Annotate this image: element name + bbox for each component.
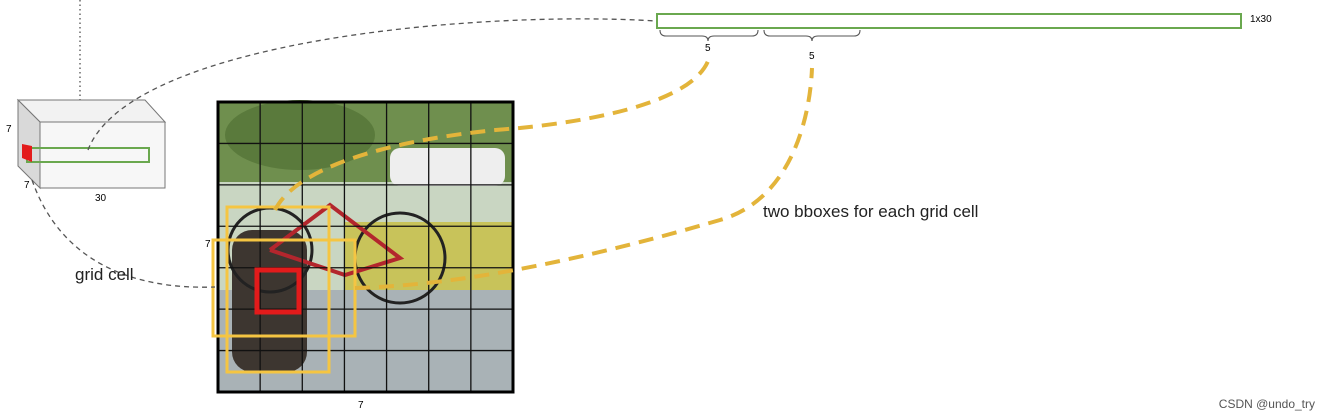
vector-size-label: 1x30 bbox=[1250, 14, 1272, 25]
brace-second-bbox bbox=[763, 29, 861, 42]
image-border bbox=[216, 100, 515, 394]
grid-lines bbox=[218, 102, 513, 392]
brace-first-bbox bbox=[659, 29, 759, 42]
bbox2-to-vector-link bbox=[354, 67, 814, 290]
tensor-height-label: 7 bbox=[6, 124, 12, 135]
responsible-grid-cell bbox=[254, 267, 302, 315]
tensor-cell-mark bbox=[22, 144, 32, 162]
photo-car bbox=[390, 148, 505, 186]
output-tensor bbox=[16, 98, 167, 190]
photo-bike-frame bbox=[268, 202, 405, 278]
image-height-label: 7 bbox=[205, 239, 211, 250]
watermark: CSDN @undo_try bbox=[1218, 397, 1315, 411]
tensor-width-label: 7 bbox=[24, 180, 30, 191]
bbox1-to-vector-link bbox=[273, 54, 712, 211]
tensor-top-face bbox=[16, 99, 167, 123]
input-image bbox=[216, 100, 515, 394]
tensor-to-vector-link bbox=[87, 18, 657, 151]
bboxes-caption: two bboxes for each grid cell bbox=[763, 202, 979, 221]
tensor-front-face bbox=[39, 121, 166, 189]
tensor-depth-label: 30 bbox=[95, 193, 107, 204]
photo-tree-blob bbox=[225, 100, 375, 170]
image-width-label: 7 bbox=[358, 400, 364, 411]
brace1-label: 5 bbox=[705, 43, 711, 54]
brace2-label: 5 bbox=[809, 51, 815, 62]
output-vector bbox=[656, 13, 1242, 29]
grid-cell-label: grid cell bbox=[75, 265, 134, 284]
tensor-to-cell-link bbox=[31, 179, 216, 288]
